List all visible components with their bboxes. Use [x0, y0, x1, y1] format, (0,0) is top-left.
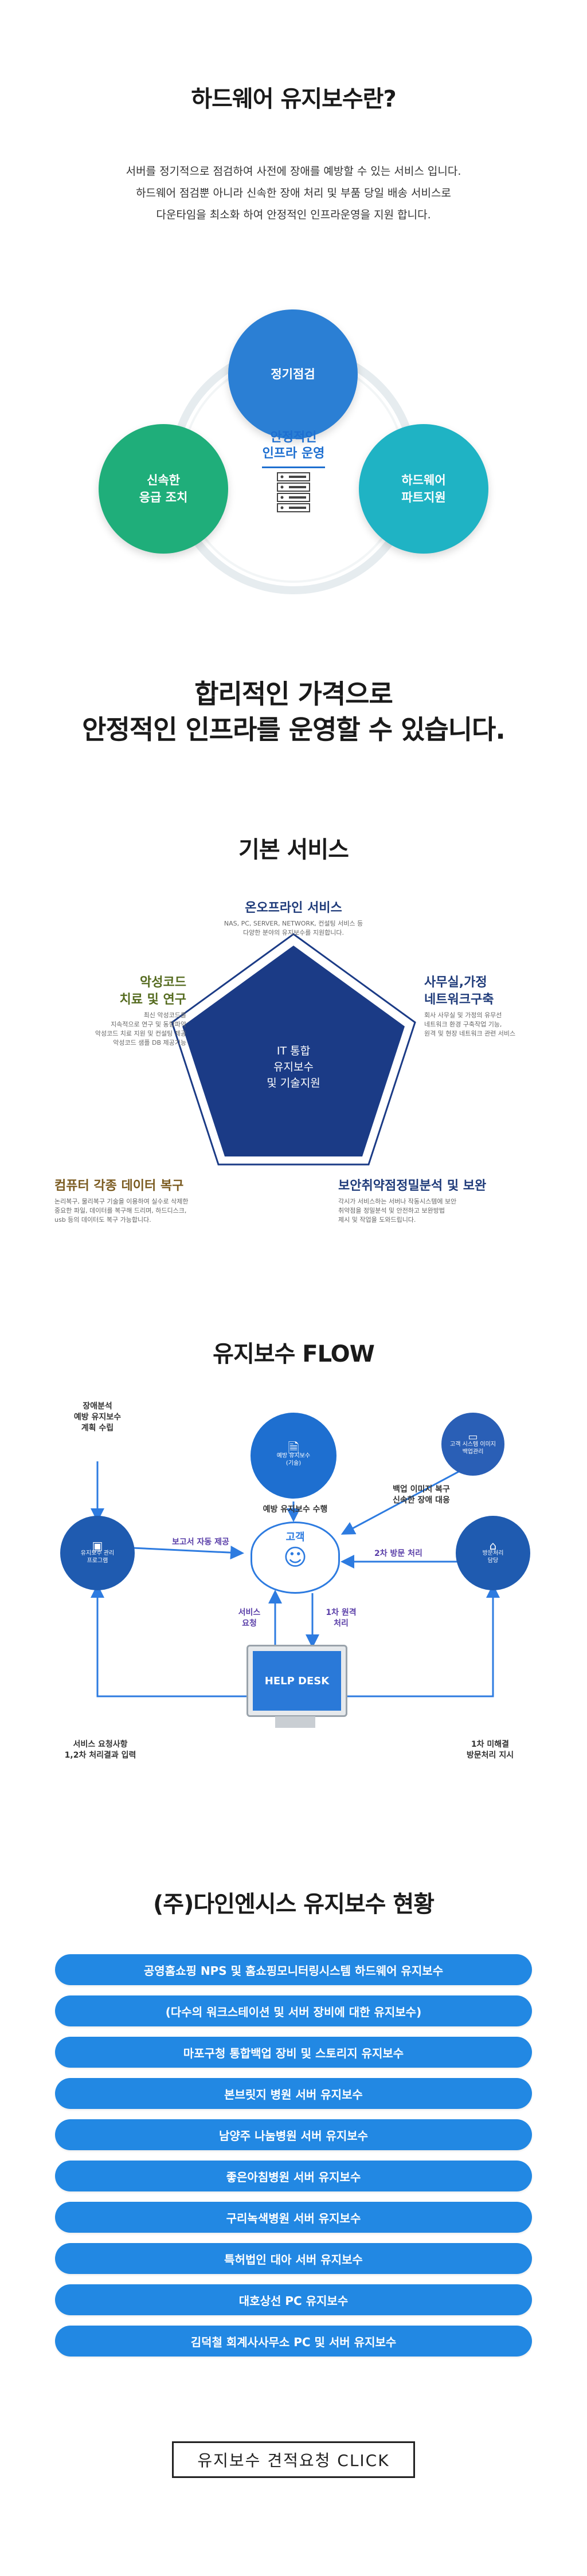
flow-node-program: ▣ 유지보수 관리 프로그램 — [60, 1516, 135, 1590]
monitor-stand — [275, 1716, 315, 1728]
service-right-title: 사무실,가정 네트워크구축 — [424, 975, 494, 1007]
slogan-line: 안정적인 인프라를 운영할 수 있습니다. — [82, 714, 506, 745]
service-left-desc: 최신 악성코드를 지속적으로 연구 및 동향파악 악성코드 치료 지원 및 컨설… — [95, 1011, 186, 1046]
status-item: 구리녹색병원 서버 유지보수 — [55, 2202, 532, 2233]
flow-label-prevent: 예방 유지보수 수행 — [263, 1505, 328, 1514]
status-item: 남양주 나눔병원 서버 유지보수 — [55, 2119, 532, 2150]
intro-line: 하드웨어 점검뿐 아니라 신속한 장애 처리 및 부품 당일 배송 서비스로 — [136, 187, 451, 199]
service-br-desc: 각시가 서비스하는 서버나 작동시스템에 보안 취약점을 정밀분석 및 안전하고… — [338, 1198, 457, 1224]
window-icon: ▣ — [92, 1538, 103, 1552]
flow-label-bottom-left: 서비스 요청사항 1,2차 처리결과 입력 — [64, 1740, 136, 1760]
basic-services-diagram: IT 통합 유지보수 및 기술지원 온오프라인 서비스 NAS, PC, SER… — [0, 900, 587, 1301]
service-bl-title: 컴퓨터 각종 데이터 복구 — [54, 1179, 184, 1193]
helpdesk-monitor-icon: HELP DESK — [246, 1645, 347, 1717]
service-bottom-right: 보안취약점정밀분석 및 보완 각시가 서비스하는 서버나 작동시스템에 보안 취… — [338, 1178, 533, 1225]
person-desk-icon: ⌂ — [489, 1538, 497, 1552]
monitor-icon: ▭ — [468, 1430, 478, 1443]
slogan: 합리적인 가격으로 안정적인 인프라를 운영할 수 있습니다. — [0, 676, 587, 747]
flow-label-report: 보고서 자동 제공 — [172, 1538, 229, 1547]
helpdesk-label: HELP DESK — [253, 1651, 341, 1711]
service-right-desc: 회사 사무실 및 가정의 유무선 네트워크 환경 구축작업 기능, 원격 및 현… — [424, 1011, 516, 1037]
flow-node-backup: ▭ 고객 시스템 이미지 백업관리 — [441, 1413, 504, 1476]
flow-node-program-label: 유지보수 관리 프로그램 — [80, 1550, 115, 1564]
flow-node-prevent-label: 예방 유지보수 (기술) — [276, 1452, 311, 1467]
quote-request-button[interactable]: 유지보수 견적요청 CLICK — [172, 2441, 415, 2478]
status-item: 김덕철 회계사사무소 PC 및 서버 유지보수 — [55, 2326, 532, 2357]
cycle-center-label: 안정적인 인프라 운영 — [262, 430, 325, 461]
service-bottom-left: 컴퓨터 각종 데이터 복구 논리복구, 물리복구 기술을 이용하여 실수로 삭제… — [54, 1178, 249, 1225]
flow-customer-label: 고객 — [285, 1531, 305, 1543]
flow-label-remote: 1차 원격 처리 — [326, 1608, 357, 1628]
slogan-line: 합리적인 가격으로 — [194, 679, 393, 709]
status-item: 대호상선 PC 유지보수 — [55, 2284, 532, 2315]
flow-node-visit: ⌂ 방문처리 담당 — [456, 1516, 530, 1590]
flow-label-backup: 백업 이미지 복구 신속한 장애 대응 — [393, 1485, 450, 1505]
service-top-desc: NAS, PC, SERVER, NETWORK, 컨설팅 서비스 등 다양한 … — [224, 920, 363, 936]
status-item: 특허법인 대아 서버 유지보수 — [55, 2243, 532, 2274]
intro-description: 서버를 정기적으로 점검하여 사전에 장애를 예방할 수 있는 서비스 입니다.… — [0, 160, 587, 226]
flow-node-prevent: 🗎 예방 유지보수 (기술) — [251, 1413, 336, 1499]
flow-arrows — [91, 1461, 500, 1697]
intro-line: 서버를 정기적으로 점검하여 사전에 장애를 예방할 수 있는 서비스 입니다. — [126, 165, 461, 178]
service-top-title: 온오프라인 서비스 — [245, 901, 342, 915]
intro-title: 하드웨어 유지보수란? — [191, 86, 396, 112]
flow-label-visit2: 2차 방문 처리 — [374, 1549, 422, 1558]
cycle-top-circle: 정기점검 — [228, 309, 358, 439]
status-item: 본브릿지 병원 서버 유지보수 — [55, 2078, 532, 2109]
status-item: 마포구청 통합백업 장비 및 스토리지 유지보수 — [55, 2037, 532, 2068]
flow-node-visit-label: 방문처리 담당 — [482, 1550, 504, 1564]
service-left: 악성코드 치료 및 연구 최신 악성코드를 지속적으로 연구 및 동향파악 악성… — [54, 974, 186, 1048]
document-icon: 🗎 — [288, 1440, 299, 1456]
status-title: (주)다인엔시스 유지보수 현황 — [152, 1891, 435, 1918]
cycle-right-circle: 하드웨어 파트지원 — [359, 424, 488, 554]
flow-label-service-request: 서비스 요청 — [238, 1608, 261, 1628]
cycle-diagram: 정기점검 신속한 응급 조치 하드웨어 파트지원 안정적인 인프라 운영 — [0, 304, 587, 625]
flow-diagram: 장애분석 예방 유지보수 계획 수립 🗎 예방 유지보수 (기술) ▭ 고객 시… — [0, 1398, 587, 1811]
intro-line: 다운타임을 최소화 하여 안정적인 인프라운영을 지원 합니다. — [156, 209, 431, 221]
server-icon — [277, 472, 310, 512]
status-item: (다수의 워크스테이션 및 서버 장비에 대한 유지보수) — [55, 1995, 532, 2026]
user-icon: ☺ — [283, 1544, 307, 1571]
service-right: 사무실,가정 네트워크구축 회사 사무실 및 가정의 유무선 네트워크 환경 구… — [424, 974, 562, 1038]
flow-label-bottom-right: 1차 미해결 방문처리 지시 — [466, 1740, 514, 1760]
pentagon-center-label: IT 통합 유지보수 및 기술지원 — [267, 1045, 320, 1089]
service-br-title: 보안취약점정밀분석 및 보완 — [338, 1179, 487, 1193]
pentagon-shape — [171, 933, 416, 1166]
flow-title: 유지보수 FLOW — [213, 1341, 375, 1367]
cycle-center: 안정적인 인프라 운영 — [248, 430, 339, 519]
status-item: 좋은아침병원 서버 유지보수 — [55, 2161, 532, 2191]
cycle-left-circle: 신속한 응급 조치 — [99, 424, 228, 554]
flow-customer-node: 고객 ☺ — [251, 1522, 340, 1594]
status-item: 공영홈쇼핑 NPS 및 홈쇼핑모니터링시스템 하드웨어 유지보수 — [55, 1954, 532, 1985]
service-top: 온오프라인 서비스 NAS, PC, SERVER, NETWORK, 컨설팅 … — [208, 900, 379, 938]
flow-label-analysis: 장애분석 예방 유지보수 계획 수립 — [73, 1402, 122, 1433]
flow-node-backup-label: 고객 시스템 이미지 백업관리 — [450, 1441, 496, 1455]
basic-services-title: 기본 서비스 — [238, 837, 349, 863]
service-left-title: 악성코드 치료 및 연구 — [119, 975, 186, 1007]
service-bl-desc: 논리복구, 물리복구 기술을 이용하여 실수로 삭제한 중요한 파일, 데이터를… — [54, 1198, 189, 1224]
cycle-center-divider — [262, 466, 325, 468]
